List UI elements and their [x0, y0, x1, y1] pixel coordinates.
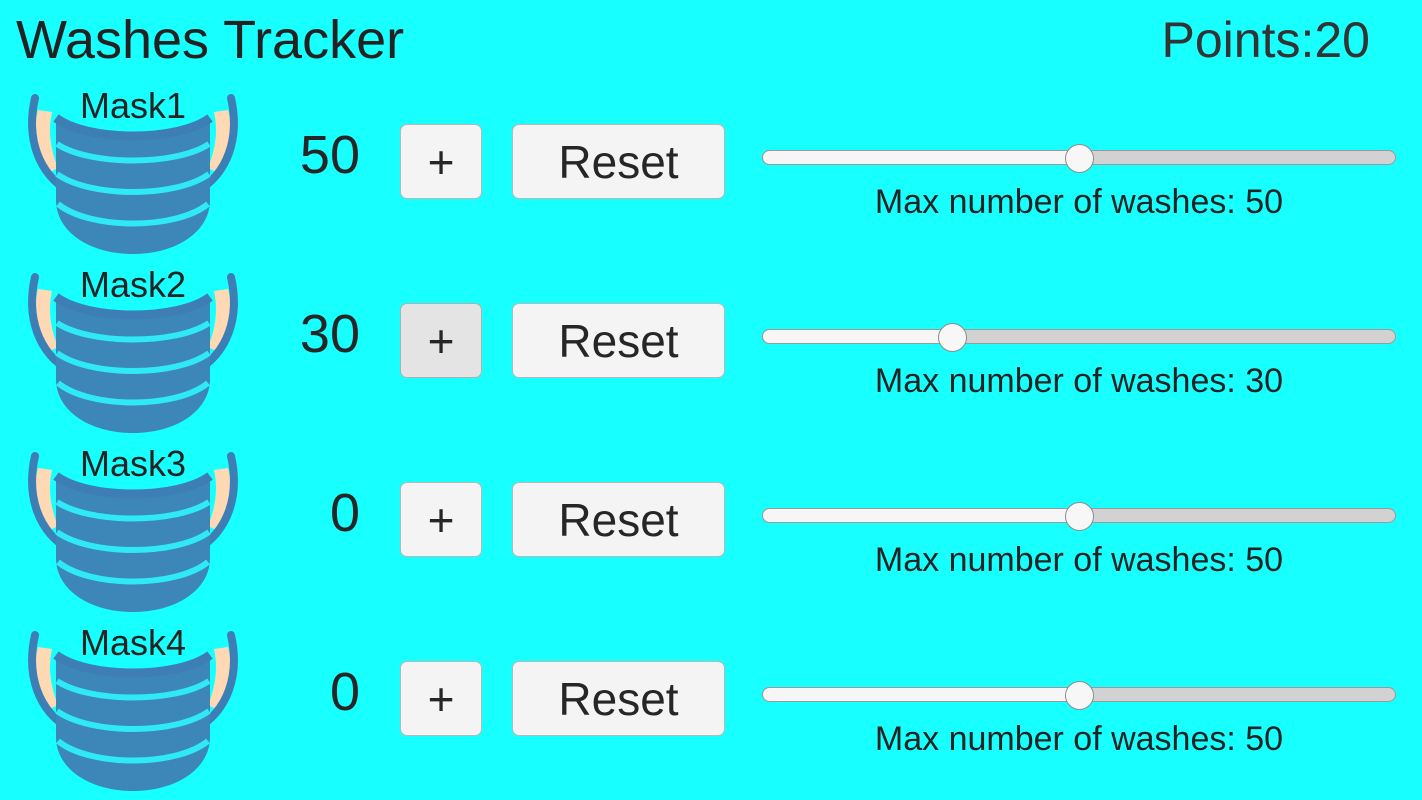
wash-count-value: 30: [299, 304, 360, 364]
wash-count-value: 50: [299, 125, 360, 185]
mask-icon: Mask2: [8, 261, 258, 436]
reset-washes-button[interactable]: Reset: [512, 124, 725, 199]
mask-row-1: Mask1 50 + Reset Max number of washes: 5…: [0, 80, 1422, 259]
max-washes-slider[interactable]: [762, 144, 1396, 173]
max-washes-slider[interactable]: [762, 681, 1396, 710]
increment-washes-button[interactable]: +: [400, 661, 482, 736]
slider-thumb[interactable]: [1064, 502, 1094, 531]
slider-thumb[interactable]: [1064, 681, 1094, 710]
slider-thumb[interactable]: [937, 323, 967, 352]
mask-row-4: Mask4 0 + Reset Max number of washes: 50: [0, 617, 1422, 796]
mask-icon: Mask4: [8, 619, 258, 794]
mask-icon: Mask1: [8, 82, 258, 257]
slider-track-fill: [762, 150, 1079, 165]
mask-rows-list: Mask1 50 + Reset Max number of washes: 5…: [0, 80, 1422, 796]
max-washes-label: Max number of washes: 50: [874, 183, 1284, 221]
wash-count-value: 0: [329, 662, 360, 722]
points-counter: Points:20: [1161, 12, 1370, 68]
slider-track-fill: [762, 508, 1079, 523]
slider-track-fill: [762, 329, 953, 344]
max-washes-label: Max number of washes: 50: [874, 541, 1284, 579]
wash-count-value: 0: [329, 483, 360, 543]
max-washes-slider[interactable]: [762, 323, 1396, 352]
reset-washes-button[interactable]: Reset: [512, 303, 725, 378]
app-header: Washes Tracker Points:20: [0, 0, 1422, 80]
mask-row-3: Mask3 0 + Reset Max number of washes: 50: [0, 438, 1422, 617]
slider-thumb[interactable]: [1064, 144, 1094, 173]
max-washes-label: Max number of washes: 50: [874, 720, 1284, 758]
reset-washes-button[interactable]: Reset: [512, 661, 725, 736]
increment-washes-button[interactable]: +: [400, 303, 482, 378]
max-washes-label: Max number of washes: 30: [874, 362, 1284, 400]
max-washes-slider-group: Max number of washes: 50: [762, 80, 1396, 259]
page-title: Washes Tracker: [16, 10, 405, 70]
reset-washes-button[interactable]: Reset: [512, 482, 725, 557]
mask-icon: Mask3: [8, 440, 258, 615]
max-washes-slider[interactable]: [762, 502, 1396, 531]
max-washes-slider-group: Max number of washes: 50: [762, 617, 1396, 796]
mask-row-2: Mask2 30 + Reset Max number of washes: 3…: [0, 259, 1422, 438]
increment-washes-button[interactable]: +: [400, 482, 482, 557]
max-washes-slider-group: Max number of washes: 30: [762, 259, 1396, 438]
slider-track-fill: [762, 687, 1079, 702]
increment-washes-button[interactable]: +: [400, 124, 482, 199]
max-washes-slider-group: Max number of washes: 50: [762, 438, 1396, 617]
